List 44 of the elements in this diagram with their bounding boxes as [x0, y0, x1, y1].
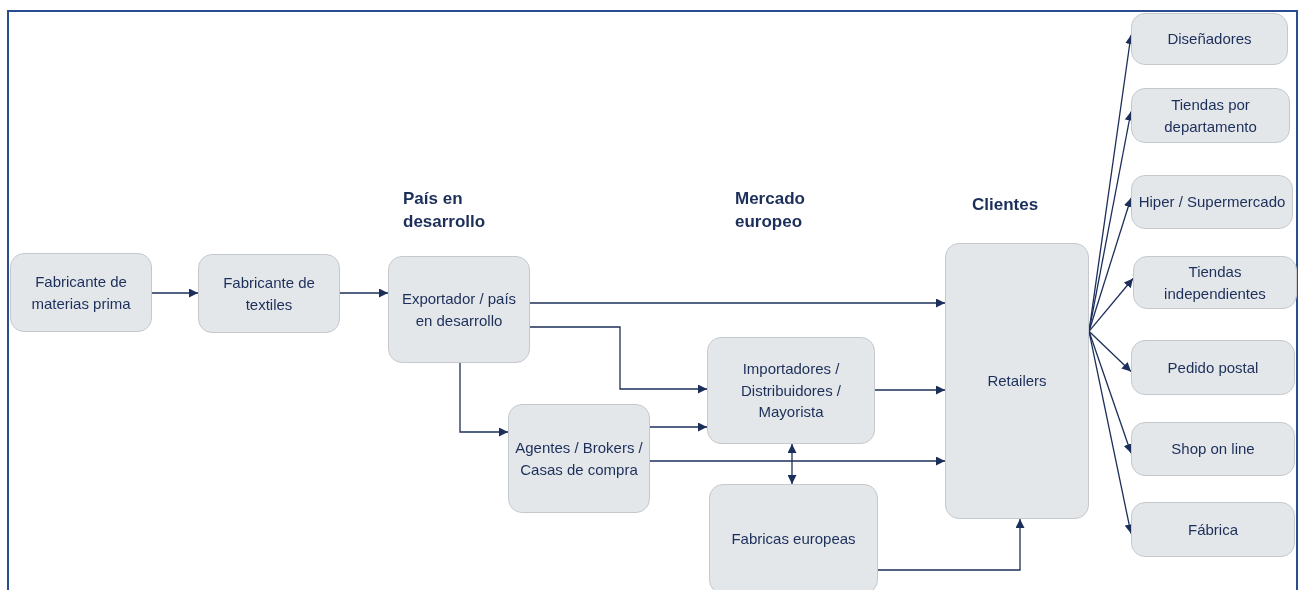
arrow: [787, 443, 797, 485]
retailers-panel: [945, 243, 1089, 519]
arrow: [874, 385, 946, 395]
process-box: [1131, 88, 1290, 143]
node-label: Tiendas por departamento: [1163, 94, 1258, 137]
process-box: [1131, 340, 1295, 395]
arrow: [339, 288, 389, 298]
process-box: [198, 254, 340, 333]
node-label: Pedido postal: [1167, 357, 1259, 378]
arrow: [529, 326, 708, 394]
node-label: Hiper / Supermercado: [1138, 192, 1286, 213]
node-label: Tiendas independientes: [1163, 261, 1267, 304]
node-label: Diseñadores: [1167, 29, 1252, 50]
node-label: Fábrica: [1188, 519, 1238, 540]
arrow: [877, 518, 1025, 571]
arrow: [649, 422, 708, 432]
process-box: [508, 404, 650, 513]
process-box: [707, 337, 875, 444]
section-heading: País en desarrollo: [403, 188, 487, 233]
arrow: [1088, 197, 1133, 332]
process-box: [709, 484, 878, 590]
process-box: [1131, 175, 1293, 229]
arrow: [1088, 277, 1134, 332]
node-label: Importadores / Distribuidores / Mayorista: [739, 358, 842, 423]
process-box: [10, 253, 152, 332]
node-label: Fabricas europeas: [731, 529, 856, 550]
arrow: [529, 298, 946, 308]
process-box: [1131, 422, 1295, 476]
node-label: Shop on line: [1171, 439, 1255, 460]
arrow: [151, 288, 199, 298]
node-label: Retailers: [987, 371, 1047, 392]
node-label: Agentes / Brokers / Casas de compra: [515, 437, 643, 480]
node-label: Exportador / país en desarrollo: [400, 288, 518, 331]
node-label: Fabricante de textiles: [222, 272, 316, 315]
process-box: [1133, 256, 1297, 309]
section-heading: Clientes: [972, 194, 1040, 216]
arrow: [459, 362, 509, 437]
process-box: [1131, 13, 1288, 65]
arrow: [1088, 330, 1132, 373]
arrow: [649, 456, 946, 466]
process-box: [388, 256, 530, 363]
process-box: [1131, 502, 1295, 557]
section-heading: Mercado europeo: [735, 188, 806, 233]
node-label: Fabricante de materias prima: [30, 271, 132, 314]
